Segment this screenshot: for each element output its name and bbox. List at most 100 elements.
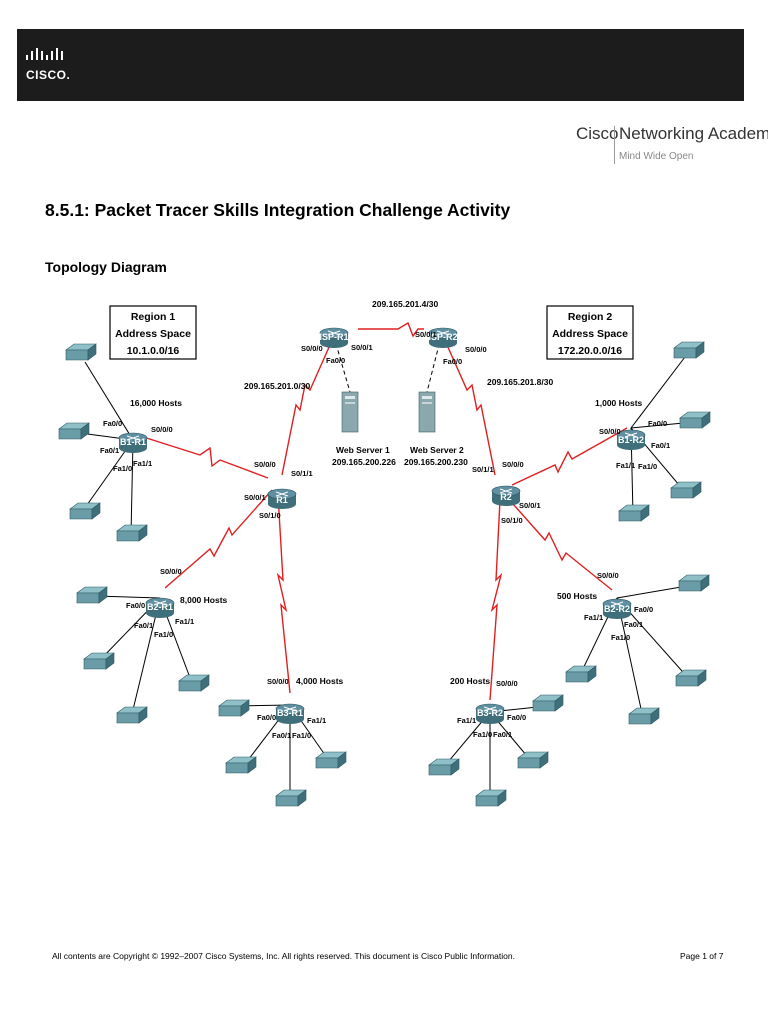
hosts-label-b1-r2: 1,000 Hosts — [595, 398, 643, 408]
switch-icon — [618, 504, 650, 522]
router-icon-b1-r1 — [118, 432, 148, 453]
serial-link-r2-isp — [446, 344, 496, 476]
header-bar: CISCO. — [17, 29, 744, 101]
serial-link-r2-b2r2 — [504, 494, 613, 591]
port-label: Fa1/0 — [113, 464, 132, 473]
port-label: Fa1/1 — [307, 716, 326, 725]
switch-icon — [679, 411, 711, 429]
region-2-space: 172.20.0.0/16 — [558, 345, 622, 357]
port-label: S0/0/0 — [151, 425, 173, 434]
network-label-r2-isp: 209.165.201.8/30 — [487, 377, 553, 387]
port-label: S0/0/0 — [254, 460, 276, 469]
region-1-subtitle: Address Space — [115, 328, 191, 340]
router-label-b3-r2: B3-R2 — [477, 708, 503, 718]
topology-devices — [58, 327, 711, 807]
router-label-b2-r1: B2-R1 — [147, 602, 173, 612]
switch-icon — [673, 341, 705, 359]
port-label: Fa0/0 — [103, 419, 122, 428]
hosts-label-b3-r2: 200 Hosts — [450, 676, 490, 686]
port-label: S0/0/1 — [415, 330, 437, 339]
port-label: S0/0/1 — [351, 343, 373, 352]
serial-link-r2-b3r2 — [489, 499, 503, 701]
port-label: S0/0/0 — [597, 571, 619, 580]
switch-icon — [116, 706, 148, 724]
switch-icon — [670, 481, 702, 499]
port-label: S0/0/0 — [599, 427, 621, 436]
router-label-b3-r1: B3-R1 — [277, 708, 303, 718]
network-label-r1-isp: 209.165.201.0/30 — [244, 381, 310, 391]
port-label: Fa1/0 — [473, 730, 492, 739]
serial-link-r1-isp — [281, 344, 331, 476]
topology-links — [79, 321, 695, 800]
serial-link-r1-b2r1 — [164, 489, 273, 589]
switch-icon — [428, 758, 460, 776]
academy-brand: Cisco — [576, 124, 619, 143]
router-icon-b2-r1 — [145, 597, 175, 618]
region-2-subtitle: Address Space — [552, 328, 628, 340]
port-label: S0/0/1 — [519, 501, 541, 510]
port-label: Fa0/1 — [272, 731, 291, 740]
port-label: Fa0/0 — [507, 713, 526, 722]
router-icon-b1-r2 — [616, 429, 646, 450]
router-label-b1-r1: B1-R1 — [120, 437, 146, 447]
router-icon-b2-r2 — [602, 598, 632, 619]
region-2-box — [546, 305, 634, 360]
port-label: S0/0/0 — [465, 345, 487, 354]
hosts-label-b2-r1: 8,000 Hosts — [180, 595, 228, 605]
cisco-bars-icon — [26, 48, 63, 60]
port-label: Fa0/0 — [443, 357, 462, 366]
web-server-icon-2 — [418, 391, 436, 433]
network-label-isp: 209.165.201.4/30 — [372, 299, 438, 309]
port-label: Fa0/0 — [634, 605, 653, 614]
hosts-label-b3-r1: 4,000 Hosts — [296, 676, 344, 686]
port-label: Fa1/0 — [611, 633, 630, 642]
switch-icon — [76, 586, 108, 604]
switch-icon — [315, 751, 347, 769]
switch-icon — [675, 669, 707, 687]
hosts-label-b1-r1: 16,000 Hosts — [130, 398, 182, 408]
cisco-logo: CISCO. — [26, 48, 86, 88]
switch-icon — [275, 789, 307, 807]
router-label-r2: R2 — [500, 492, 512, 502]
server-ip-2: 209.165.200.230 — [404, 457, 468, 467]
switch-icon — [475, 789, 507, 807]
port-label: S0/1/1 — [291, 469, 313, 478]
router-label-isp-r1: ISP-R1 — [319, 332, 348, 342]
port-label: Fa0/1 — [624, 620, 643, 629]
port-label: Fa0/1 — [134, 621, 153, 630]
port-label: S0/0/0 — [502, 460, 524, 469]
router-label-b1-r2: B1-R2 — [618, 435, 644, 445]
port-label: Fa1/0 — [292, 731, 311, 740]
web-server-icon-1 — [341, 391, 359, 433]
ethernet-link — [130, 439, 134, 536]
networking-academy-logo: Cisco Networking Academy Mind Wide Open — [576, 124, 768, 168]
port-label: Fa0/0 — [257, 713, 276, 722]
router-icon-r2 — [491, 485, 521, 506]
port-label: S0/0/0 — [267, 677, 289, 686]
port-label: Fa1/1 — [457, 716, 476, 725]
port-label: Fa1/0 — [154, 630, 173, 639]
router-icon-r1 — [267, 488, 297, 509]
port-label: S0/0/0 — [301, 344, 323, 353]
server-name-1: Web Server 1 — [336, 445, 390, 455]
document-title: 8.5.1: Packet Tracer Skills Integration … — [45, 200, 511, 220]
router-label-b2-r2: B2-R2 — [604, 604, 630, 614]
switch-icon — [116, 524, 148, 542]
port-label: Fa0/1 — [651, 441, 670, 450]
serial-link-b1r1-r1 — [136, 434, 269, 479]
port-label: Fa1/1 — [175, 617, 194, 626]
footer-page-number: Page 1 of 7 — [680, 951, 724, 961]
router-icon-isp-r2 — [428, 327, 458, 348]
server-name-2: Web Server 2 — [410, 445, 464, 455]
port-label: S0/0/1 — [244, 493, 266, 502]
port-label: S0/1/0 — [259, 511, 281, 520]
switch-icon — [517, 751, 549, 769]
port-label: S0/0/0 — [496, 679, 518, 688]
academy-divider — [614, 126, 615, 164]
serial-link-r1-b3r1 — [276, 494, 291, 694]
router-label-isp-r2: ISP-R2 — [428, 332, 457, 342]
router-label-r1: R1 — [276, 495, 288, 505]
port-label: Fa1/1 — [584, 613, 603, 622]
port-label: S0/1/1 — [472, 465, 494, 474]
server-ip-1: 209.165.200.226 — [332, 457, 396, 467]
